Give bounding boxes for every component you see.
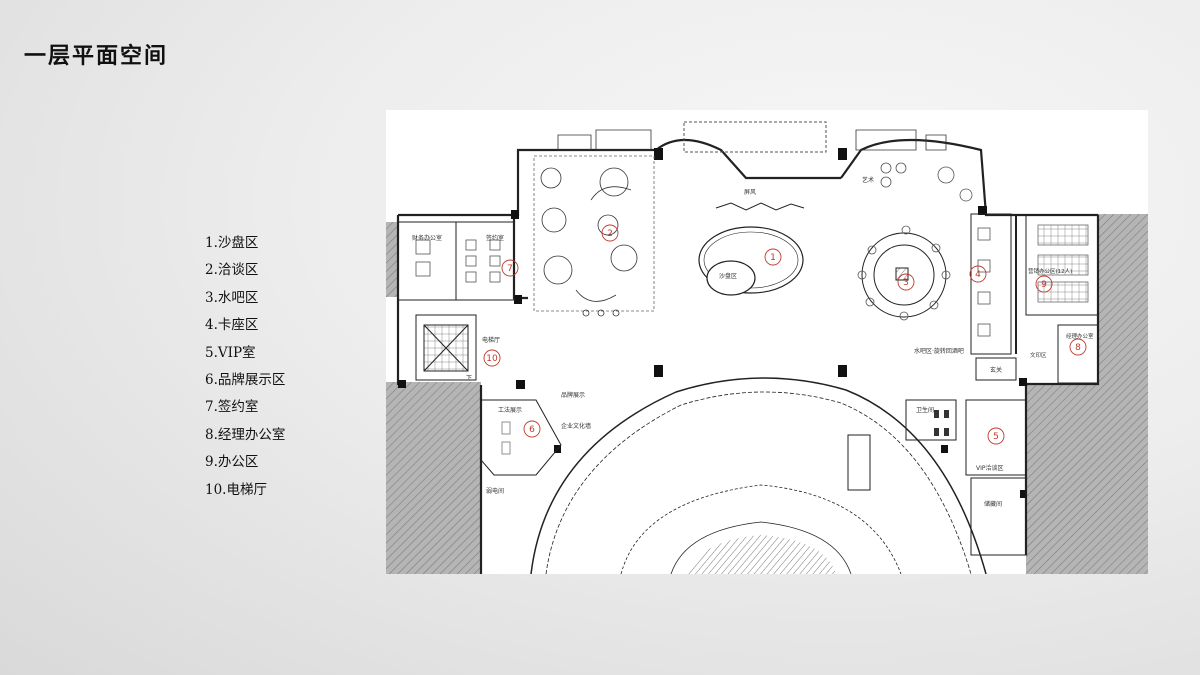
label-art: 艺术	[862, 176, 874, 184]
section-markers	[483, 224, 1087, 445]
marker-4: 4	[975, 270, 981, 280]
label-manager: 经理办公室	[1066, 332, 1094, 340]
columns	[398, 148, 1027, 498]
screen-divider	[715, 202, 805, 211]
marker-7: 7	[507, 264, 513, 274]
hatch-right-upper	[1098, 214, 1148, 384]
legend-item: 7.签约室	[205, 399, 259, 416]
floor-plan: 财务办公室 签约室 电梯厅 下 屏风 沙盘区 水吧区·旋转回酒吧 艺术	[386, 110, 1148, 574]
hatch-right-lower	[1026, 384, 1148, 574]
label-print: 文印区	[1030, 351, 1047, 359]
brand-zone	[480, 399, 562, 476]
negotiation-furniture	[540, 167, 638, 317]
label-sales-office: 营销办公区(12人)	[1028, 267, 1072, 275]
label-finance: 财务办公室	[412, 234, 442, 242]
art-seating	[880, 162, 973, 202]
marker-2: 2	[607, 229, 613, 239]
marker-8: 8	[1075, 343, 1081, 353]
label-product: 工法展示	[498, 406, 522, 414]
label-down: 下	[466, 375, 472, 382]
legend-item: 3.水吧区	[205, 289, 259, 306]
top-frame	[683, 121, 827, 153]
wc-fixtures	[934, 410, 949, 436]
floor-plan-drawing: 财务办公室 签约室 电梯厅 下 屏风 沙盘区 水吧区·旋转回酒吧 艺术	[386, 121, 1148, 574]
label-screen: 屏风	[744, 189, 756, 196]
top-steps	[557, 129, 947, 151]
legend-item: 6.品牌展示区	[205, 371, 286, 388]
marker-1: 1	[770, 253, 776, 263]
legend-item: 9.办公区	[205, 454, 259, 471]
marker-3: 3	[903, 278, 909, 288]
hatch-left-lower	[386, 382, 481, 574]
label-sandtable: 沙盘区	[719, 272, 737, 280]
entrance	[975, 357, 1017, 381]
dome	[530, 377, 987, 574]
legend-item: 5.VIP室	[205, 344, 256, 361]
vip-room	[965, 399, 1027, 476]
center-pillar	[847, 434, 871, 491]
marker-9: 9	[1041, 280, 1047, 290]
marker-10: 10	[486, 354, 498, 364]
label-signing: 签约室	[486, 234, 504, 242]
bar-stools	[857, 225, 951, 321]
page-title: 一层平面空间	[24, 43, 169, 69]
legend-list: 1.沙盘区 2.洽谈区 3.水吧区 4.卡座区 5.VIP室 6.品牌展示区 7…	[205, 232, 285, 506]
sandtable	[698, 226, 804, 296]
label-weak: 弱电间	[486, 487, 504, 495]
storage-room	[970, 477, 1027, 556]
legend-item: 10.电梯厅	[205, 481, 267, 498]
label-elevator-hall: 电梯厅	[482, 336, 500, 344]
marker-6: 6	[529, 425, 535, 435]
negotiation-zone	[533, 155, 655, 312]
label-xuanguan: 玄关	[990, 366, 1002, 374]
label-bar: 水吧区·旋转回酒吧	[914, 347, 964, 355]
manager-office	[1057, 324, 1099, 384]
legend-item: 1.沙盘区	[205, 235, 259, 251]
left-furniture	[415, 239, 501, 283]
outer-walls	[396, 138, 1100, 574]
hatch-left-upper	[386, 222, 398, 297]
sales-office	[1025, 214, 1099, 316]
wc	[905, 399, 957, 441]
marker-5: 5	[993, 432, 999, 442]
office-desks	[1037, 224, 1089, 303]
left-rooms	[397, 221, 515, 381]
label-vip: VIP洽谈区	[976, 464, 1004, 472]
legend-item: 4.卡座区	[205, 317, 259, 334]
booth-zone	[970, 213, 1012, 355]
legend-item: 8.经理办公室	[205, 426, 286, 443]
label-wc: 卫生间	[916, 406, 934, 414]
bar-round	[861, 232, 947, 318]
label-storage: 储藏间	[984, 500, 1002, 508]
brand-boxes	[501, 421, 511, 455]
section-marker-numbers: 1 2 3 4 5 6 7 8 9 10	[486, 229, 1081, 442]
label-culture: 企业文化墙	[561, 422, 591, 430]
legend-item: 2.洽谈区	[205, 262, 259, 279]
label-brand: 品牌展示	[561, 391, 585, 399]
dome-stripes	[686, 535, 836, 574]
